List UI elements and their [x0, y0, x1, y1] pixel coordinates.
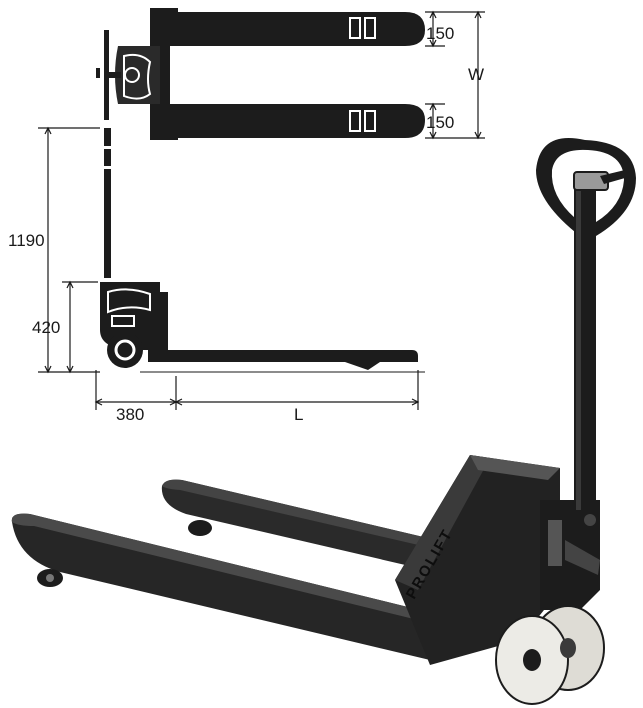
fork-far [161, 479, 470, 580]
top-view-dimensions [425, 10, 485, 140]
dimension-label-fork-width-top: 150 [426, 24, 454, 43]
product-illustration: PROLIFT [11, 138, 636, 705]
fork-slot-mark [349, 17, 361, 39]
fork-slot-mark [349, 110, 361, 132]
chassis-frame [395, 455, 560, 665]
fork-slot-mark [364, 110, 376, 132]
load-wheel-pair [495, 605, 605, 705]
dimension-label-fork-length: L [294, 405, 303, 424]
fork-slot-mark [364, 17, 376, 39]
dimension-label-fork-width-bottom: 150 [426, 113, 454, 132]
dimension-label-handle-height: 1190 [8, 231, 45, 250]
handle-grip [536, 138, 636, 236]
top-view-handle [104, 30, 109, 120]
side-view-steer-wheel [107, 332, 143, 368]
dimension-label-front-offset: 380 [116, 405, 144, 424]
side-view-dimensions [38, 126, 420, 410]
dimension-label-overall-width: W [468, 65, 484, 84]
fork-near [11, 513, 431, 660]
top-view-fork-lower [170, 104, 425, 138]
top-view [96, 8, 425, 140]
side-view-handle [104, 128, 111, 278]
fork-far-roller [188, 520, 212, 536]
side-view [100, 128, 425, 373]
top-view-fork-upper [170, 12, 425, 46]
side-view-fork [148, 350, 418, 362]
dimension-label-lowered-height: 420 [32, 318, 60, 337]
